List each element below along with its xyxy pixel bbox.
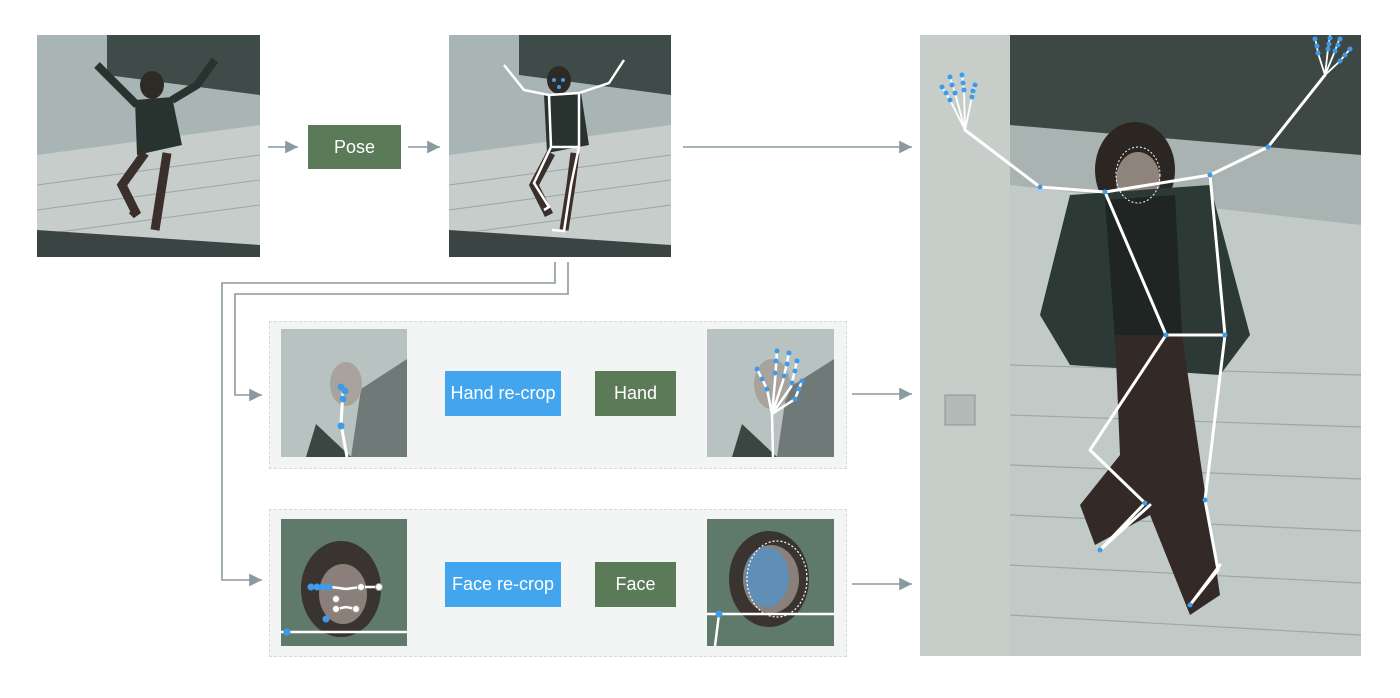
- final-output-photo: [920, 35, 1361, 656]
- pose-output-photo: [449, 35, 671, 257]
- hand-model-box: Hand: [595, 371, 676, 416]
- hand-recrop-box: Hand re-crop: [445, 371, 561, 416]
- face-recrop-box: Face re-crop: [445, 562, 561, 607]
- hand-crop-photo: [281, 329, 407, 457]
- hand-landmarks-photo: [707, 329, 834, 457]
- face-mesh-photo: [707, 519, 834, 646]
- face-recrop-label: Face re-crop: [451, 574, 555, 594]
- input-photo: [37, 35, 260, 257]
- hand-label: Hand: [613, 383, 658, 403]
- arrow-branch-hand: [221, 262, 556, 587]
- pose-label: Pose: [333, 136, 376, 157]
- face-model-box: Face: [595, 562, 676, 607]
- face-crop-photo: [281, 519, 407, 646]
- arrow-branch-face: [234, 262, 569, 402]
- face-label: Face: [615, 574, 656, 594]
- hand-recrop-label: Hand re-crop: [450, 383, 556, 403]
- pose-model-box: Pose: [308, 125, 401, 169]
